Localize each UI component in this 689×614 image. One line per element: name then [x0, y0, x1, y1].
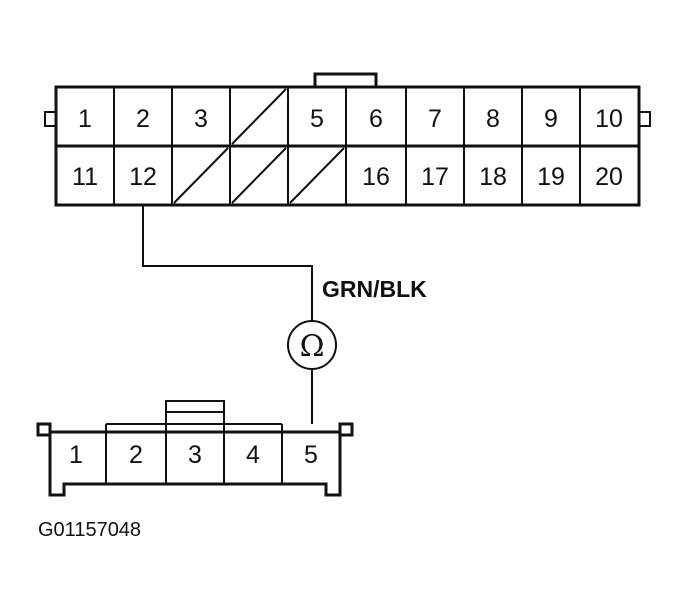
empty-cavity-row2-col4: [231, 147, 287, 204]
wire-grn-blk: [142, 205, 313, 321]
upper-pin-label: 17: [421, 163, 449, 191]
upper-pin-label: 9: [544, 105, 558, 133]
empty-cavity-row2-col3: [173, 147, 229, 204]
upper-pin-label: 2: [136, 105, 150, 133]
upper-pin-label: 10: [595, 105, 623, 133]
upper-pin-label: 18: [479, 163, 507, 191]
wire-color-label: GRN/BLK: [322, 276, 427, 302]
ohmmeter-icon: Ω: [287, 320, 337, 370]
lower-pin-label: 1: [69, 441, 83, 469]
upper-pin-label: 3: [194, 105, 208, 133]
lower-pin-label: 5: [304, 441, 318, 469]
lower-connector-body: [36, 422, 354, 497]
lower-connector: 1 2 3 4 5: [36, 400, 354, 497]
upper-connector: 1 2 3 5 6 7 8 9 10 11 12 16 17 18 19 20: [44, 72, 651, 207]
lower-pin-label: 3: [188, 441, 202, 469]
upper-pin-label: 12: [129, 163, 157, 191]
empty-cavity-row2-col5: [289, 147, 345, 204]
upper-pin-label: 1: [78, 105, 92, 133]
svg-text:Ω: Ω: [300, 329, 325, 364]
lower-pin-label: 2: [129, 441, 143, 469]
upper-connector-left-ear: [44, 111, 56, 127]
upper-connector-right-ear: [639, 111, 651, 127]
upper-pin-label: 11: [72, 163, 98, 191]
upper-connector-latch: [313, 72, 378, 87]
empty-cavity-row1-col4: [231, 88, 287, 145]
figure-id: G01157048: [38, 519, 141, 541]
upper-pin-label: 7: [428, 105, 442, 133]
upper-pin-label: 19: [537, 163, 565, 191]
upper-pin-label: 20: [595, 163, 623, 191]
upper-pin-label: 16: [362, 163, 390, 191]
upper-pin-label: 5: [310, 105, 324, 133]
upper-pin-label: 6: [369, 105, 383, 133]
upper-pin-label: 8: [486, 105, 500, 133]
lower-pin-label: 4: [246, 441, 260, 469]
